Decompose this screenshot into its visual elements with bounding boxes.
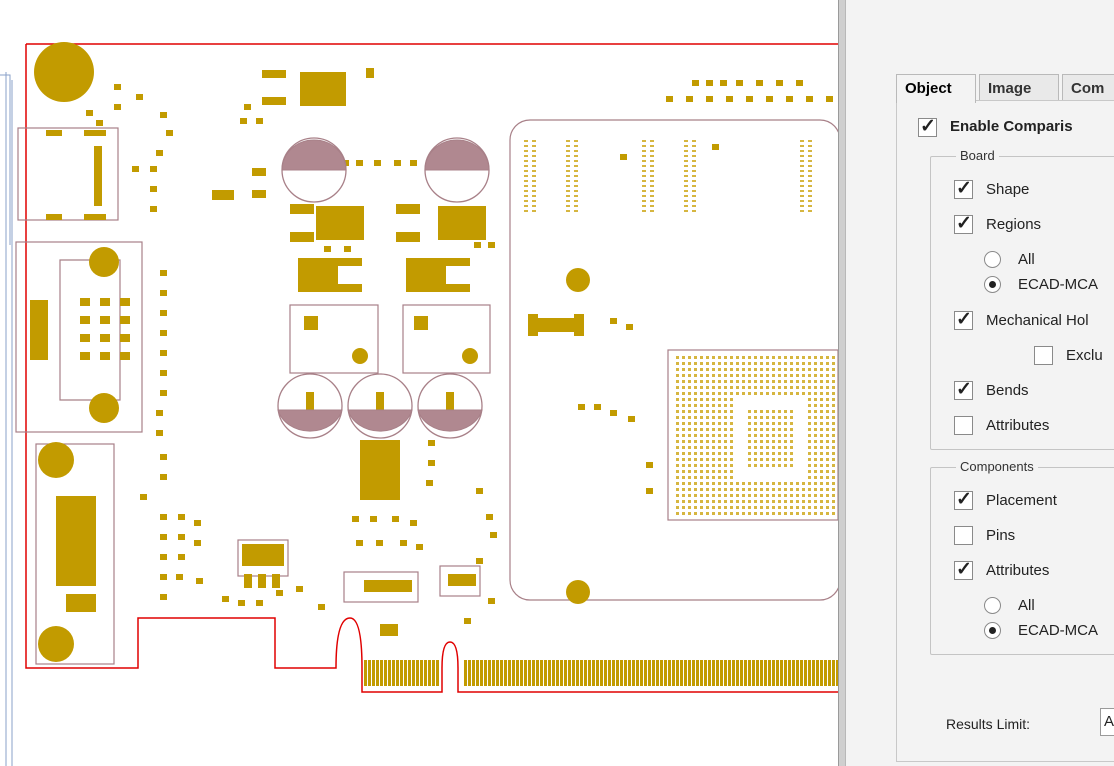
- attributes-all-label: All: [1018, 597, 1035, 614]
- board-edge: [25, 43, 838, 693]
- board-legend: Board: [956, 148, 999, 163]
- checkmark-icon: ✓: [956, 379, 972, 400]
- checkmark-icon: ✓: [956, 309, 972, 330]
- results-limit-label: Results Limit:: [946, 716, 1031, 732]
- tab-object[interactable]: Object: [896, 74, 976, 103]
- pcb-canvas[interactable]: [0, 0, 838, 766]
- component-attributes-checkbox[interactable]: ✓: [954, 559, 973, 580]
- bends-label: Bends: [986, 382, 1029, 399]
- results-limit-field[interactable]: A: [1100, 708, 1114, 736]
- board-attributes-checkbox[interactable]: [954, 416, 973, 435]
- attributes-ecad-radio[interactable]: [984, 622, 1001, 639]
- components-legend: Components: [956, 459, 1038, 474]
- exclude-checkbox[interactable]: [1034, 346, 1053, 365]
- tab-image[interactable]: Image: [979, 74, 1059, 102]
- regions-ecad-label: ECAD-MCA: [1018, 276, 1099, 293]
- checkmark-icon: ✓: [956, 213, 972, 234]
- shape-checkbox[interactable]: ✓: [954, 178, 973, 199]
- component-attributes-label: Attributes: [986, 562, 1050, 579]
- board-group: [930, 156, 1114, 450]
- tab-comparison[interactable]: Com: [1062, 74, 1114, 102]
- regions-all-label: All: [1018, 251, 1035, 268]
- enable-comparison-checkbox[interactable]: ✓: [918, 116, 937, 137]
- placement-checkbox[interactable]: ✓: [954, 489, 973, 510]
- bends-checkbox[interactable]: ✓: [954, 379, 973, 400]
- pcb-drawing: [0, 42, 838, 766]
- splitter-handle[interactable]: [838, 0, 846, 766]
- checkmark-icon: ✓: [956, 489, 972, 510]
- checkmark-icon: ✓: [956, 178, 972, 199]
- attributes-all-radio[interactable]: [984, 597, 1001, 614]
- radio-selected-icon: [989, 627, 996, 634]
- mechanical-holes-label: Mechanical Hol: [986, 312, 1089, 329]
- enable-comparison-label: Enable Comparis: [950, 118, 1073, 135]
- regions-label: Regions: [986, 216, 1042, 233]
- attributes-ecad-label: ECAD-MCA: [1018, 622, 1099, 639]
- mechanical-holes-checkbox[interactable]: ✓: [954, 309, 973, 330]
- tab-content: [896, 100, 1114, 762]
- checkmark-icon: ✓: [956, 559, 972, 580]
- comparison-settings-panel: Object Image Com ✓ Enable Comparis Board…: [846, 0, 1114, 766]
- placement-label: Placement: [986, 492, 1057, 509]
- regions-checkbox[interactable]: ✓: [954, 213, 973, 234]
- regions-ecad-radio[interactable]: [984, 276, 1001, 293]
- pins-checkbox[interactable]: [954, 526, 973, 545]
- regions-all-radio[interactable]: [984, 251, 1001, 268]
- shape-label: Shape: [986, 181, 1030, 198]
- checkmark-icon: ✓: [920, 116, 936, 137]
- exclude-label: Exclu: [1066, 347, 1103, 364]
- board-attributes-label: Attributes: [986, 417, 1050, 434]
- radio-selected-icon: [989, 281, 996, 288]
- pins-label: Pins: [986, 527, 1016, 544]
